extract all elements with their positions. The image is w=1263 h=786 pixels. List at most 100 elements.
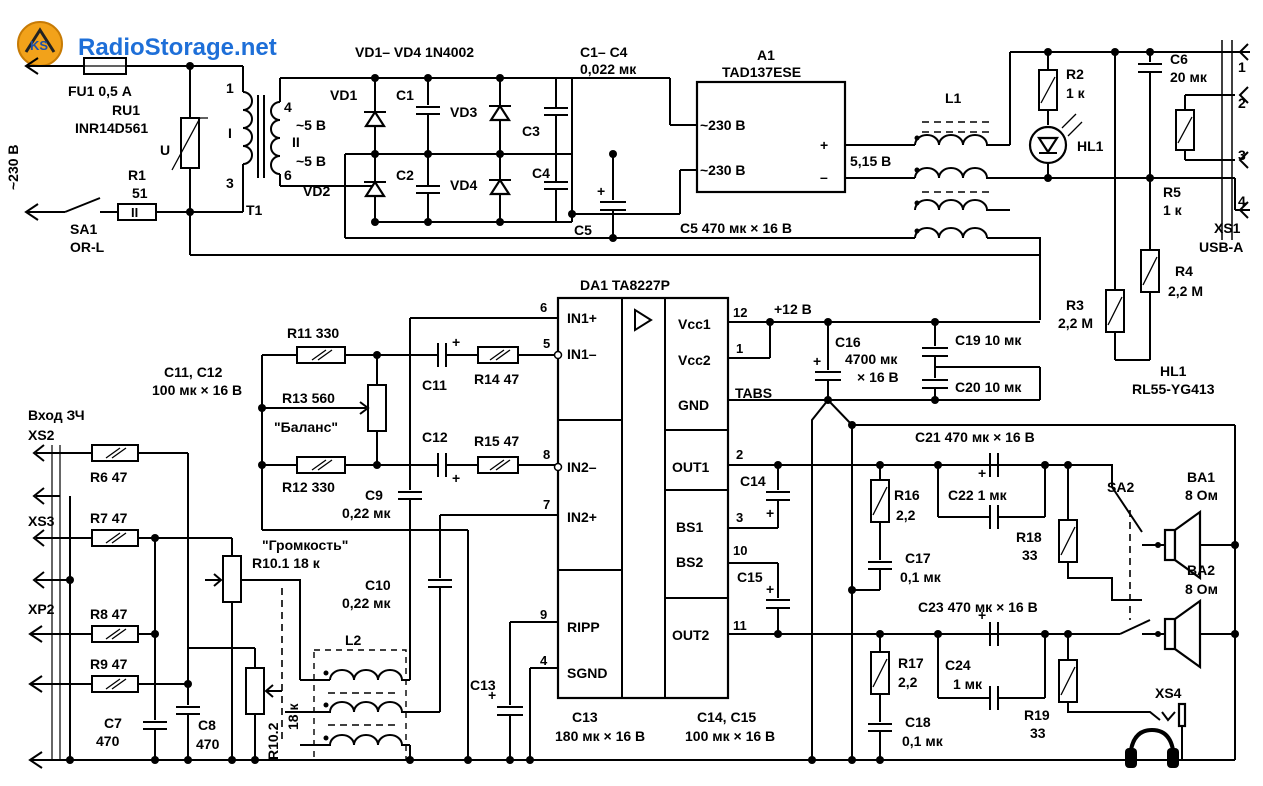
bridge-rectifier: VD1– VD4 1N4002 VD1 VD2 VD3 VD4 C1 C2 C3… bbox=[279, 44, 915, 239]
svg-text:180 мк × 16 В: 180 мк × 16 В bbox=[555, 728, 645, 744]
svg-text:C9: C9 bbox=[365, 487, 383, 503]
svg-text:R15 47: R15 47 bbox=[474, 433, 519, 449]
svg-text:33: 33 bbox=[1022, 547, 1038, 563]
output-channel-1: R16 2,2 C17 0,1 мк + C21 470 мк × 16 В C… bbox=[848, 429, 1235, 620]
inductor-l2: L2 bbox=[240, 579, 440, 764]
svg-text:1: 1 bbox=[1238, 59, 1246, 75]
svg-text:BA2: BA2 bbox=[1187, 562, 1215, 578]
ru1-u-label: U bbox=[160, 142, 170, 158]
svg-text:12: 12 bbox=[733, 305, 747, 320]
potentiometer-r10-2 bbox=[245, 667, 265, 715]
resistor-r8 bbox=[91, 625, 139, 643]
svg-text:+: + bbox=[978, 465, 986, 481]
svg-text:TABS: TABS bbox=[735, 385, 772, 401]
svg-text:C11, C12: C11, C12 bbox=[164, 364, 223, 380]
svg-text:~230 В: ~230 В bbox=[700, 117, 746, 133]
speaker-ba1-magnet bbox=[1163, 528, 1177, 562]
ru1-part-label: INR14D561 bbox=[75, 120, 148, 136]
svg-text:R8 47: R8 47 bbox=[90, 606, 128, 622]
svg-text:R10.1 18 к: R10.1 18 к bbox=[252, 555, 321, 571]
speaker-ba2-magnet bbox=[1163, 617, 1177, 651]
svg-text:C15: C15 bbox=[737, 569, 763, 585]
svg-text:C13: C13 bbox=[572, 709, 598, 725]
svg-text:+: + bbox=[813, 353, 821, 369]
speaker-ba2 bbox=[1173, 598, 1202, 670]
svg-text:RL55-YG413: RL55-YG413 bbox=[1132, 381, 1215, 397]
usb-output-section: R2 1 к HL1 C6 20 мк R5 1 к 1 2 3 bbox=[1009, 40, 1250, 397]
svg-text:0,22 мк: 0,22 мк bbox=[342, 595, 391, 611]
capacitor-c5: + C5 C5 470 мк × 16 В bbox=[574, 150, 792, 242]
svg-text:C14, C15: C14, C15 bbox=[697, 709, 756, 725]
r1-value-label: 51 bbox=[132, 185, 148, 201]
svg-text:R12 330: R12 330 bbox=[282, 479, 335, 495]
svg-text:C17: C17 bbox=[905, 550, 931, 566]
svg-text:VD2: VD2 bbox=[303, 183, 330, 199]
svg-text:100 мк × 16 В: 100 мк × 16 В bbox=[685, 728, 775, 744]
svg-text:Vcc1: Vcc1 bbox=[678, 316, 711, 332]
svg-text:C7: C7 bbox=[104, 715, 122, 731]
svg-text:R3: R3 bbox=[1066, 297, 1084, 313]
diode-group-label: VD1– VD4 1N4002 bbox=[355, 44, 474, 60]
svg-text:C1: C1 bbox=[396, 87, 414, 103]
potentiometer-r13 bbox=[367, 384, 387, 432]
svg-text:0,022 мк: 0,022 мк bbox=[580, 61, 637, 77]
svg-text:33: 33 bbox=[1030, 725, 1046, 741]
resistor-r7 bbox=[91, 529, 139, 547]
mains-section: ~230 В FU1 0,5 А RU1 INR14D561 U II R1 5… bbox=[5, 57, 208, 255]
svg-text:+: + bbox=[488, 687, 496, 703]
svg-text:6: 6 bbox=[284, 167, 292, 183]
svg-text:R13 560: R13 560 bbox=[282, 390, 335, 406]
svg-text:C24: C24 bbox=[945, 657, 971, 673]
svg-text:11: 11 bbox=[733, 618, 747, 633]
svg-text:C13: C13 bbox=[470, 677, 496, 693]
svg-text:VD1: VD1 bbox=[330, 87, 357, 103]
svg-text:R10.2: R10.2 bbox=[265, 722, 281, 760]
svg-text:2,2: 2,2 bbox=[898, 674, 918, 690]
svg-text:+: + bbox=[452, 470, 460, 486]
svg-text:470: 470 bbox=[196, 736, 220, 752]
ru1-label: RU1 bbox=[112, 102, 140, 118]
svg-text:1 к: 1 к bbox=[1163, 202, 1183, 218]
svg-text:6: 6 bbox=[540, 300, 547, 315]
t1-label: T1 bbox=[246, 202, 263, 218]
svg-text:IN1–: IN1– bbox=[567, 346, 597, 362]
svg-text:L2: L2 bbox=[345, 632, 362, 648]
svg-text:R7 47: R7 47 bbox=[90, 510, 128, 526]
svg-text:R16: R16 bbox=[894, 487, 920, 503]
svg-text:SGND: SGND bbox=[567, 665, 607, 681]
svg-text:3: 3 bbox=[1238, 147, 1246, 163]
svg-text:C23 470 мк × 16 В: C23 470 мк × 16 В bbox=[918, 599, 1038, 615]
headphones-icon bbox=[1125, 727, 1179, 768]
svg-text:USB-A: USB-A bbox=[1199, 239, 1243, 255]
svg-text:R4: R4 bbox=[1175, 263, 1193, 279]
svg-text:R17: R17 bbox=[898, 655, 924, 671]
svg-text:10: 10 bbox=[733, 543, 747, 558]
svg-text:18 к: 18 к bbox=[285, 703, 301, 730]
logo-text: RadioStorage.net bbox=[78, 34, 277, 61]
misc-wiring bbox=[560, 425, 856, 764]
svg-text:C22 1 мк: C22 1 мк bbox=[948, 487, 1008, 503]
svg-text:VD4: VD4 bbox=[450, 177, 477, 193]
speaker-ba1 bbox=[1173, 509, 1202, 581]
svg-text:XS4: XS4 bbox=[1155, 685, 1182, 701]
xs1-label: XS1 bbox=[1214, 220, 1241, 236]
svg-text:Vcc2: Vcc2 bbox=[678, 352, 711, 368]
svg-text:II: II bbox=[292, 134, 300, 150]
svg-text:C4: C4 bbox=[532, 165, 550, 181]
svg-text:C11: C11 bbox=[422, 377, 447, 393]
svg-text:C3: C3 bbox=[522, 123, 540, 139]
svg-text:+: + bbox=[452, 334, 460, 350]
svg-text:"Баланс": "Баланс" bbox=[274, 419, 338, 435]
svg-text:C5 470 мк × 16 В: C5 470 мк × 16 В bbox=[680, 220, 792, 236]
svg-text:–: – bbox=[820, 169, 828, 185]
transformer-t1: 1 3 I 4 6 ~5 В II ~5 В T1 bbox=[190, 65, 326, 218]
svg-text:9: 9 bbox=[540, 607, 547, 622]
svg-text:XP2: XP2 bbox=[28, 601, 55, 617]
svg-text:C14: C14 bbox=[740, 473, 766, 489]
resistor-r9 bbox=[91, 675, 139, 693]
svg-text:~5 В: ~5 В bbox=[296, 117, 326, 133]
svg-text:OUT2: OUT2 bbox=[672, 627, 710, 643]
bootstrap-caps: + C14 + C15 bbox=[737, 461, 790, 638]
svg-text:TAD137ESE: TAD137ESE bbox=[722, 64, 801, 80]
svg-text:R9 47: R9 47 bbox=[90, 656, 128, 672]
